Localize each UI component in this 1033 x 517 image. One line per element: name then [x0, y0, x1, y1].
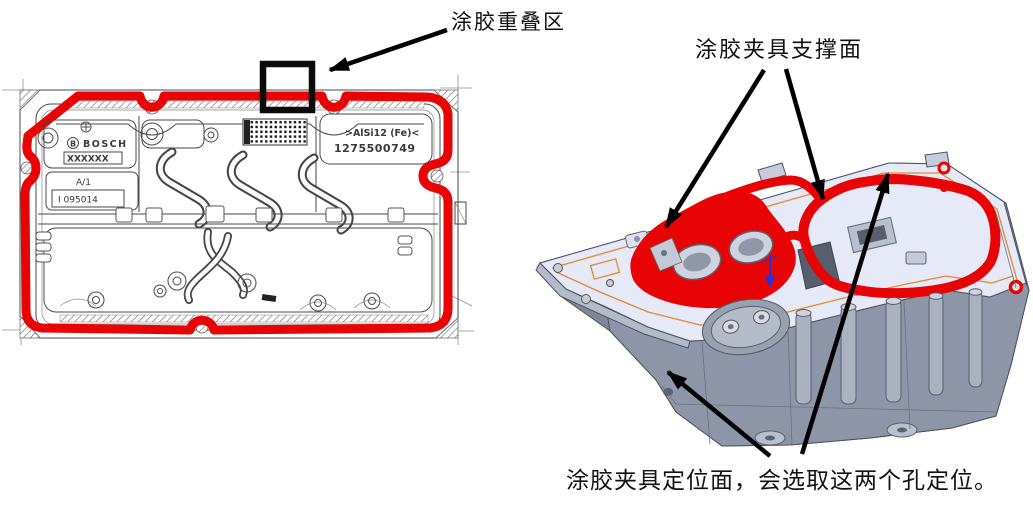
overlap-zone-box	[259, 60, 316, 114]
oval-connector	[701, 298, 791, 356]
inner-outline-2	[41, 109, 435, 325]
extension-lines	[2, 75, 474, 345]
adhesive-bead-path-2d	[20, 91, 453, 335]
boss-rings	[37, 121, 219, 149]
fixture-support-label: 涂胶夹具支撑面	[695, 38, 864, 63]
bores	[649, 230, 774, 281]
locating-hole-top	[937, 161, 951, 175]
center-rail	[38, 205, 438, 225]
support-arrow-left	[664, 68, 766, 229]
red-dot	[940, 184, 948, 192]
part-number-text: 1275500749	[334, 142, 416, 155]
right-loop-block	[847, 216, 897, 254]
support-arrow-right	[783, 68, 826, 201]
locating-arrow-left	[666, 370, 772, 458]
fixture-locating-label: 涂胶夹具定位面，会选取这两个孔定位。	[566, 468, 998, 494]
front-bosses	[795, 288, 983, 405]
overlap-arrow	[328, 27, 448, 73]
datamatrix-label	[242, 118, 308, 146]
serial-text: I 095014	[58, 196, 98, 206]
bosch-marking: B BOSCH XXXXXX A/1 I 095014	[51, 137, 128, 208]
material-text: >AlSi12 (Fe)<	[345, 128, 419, 139]
overlap-zone-label: 涂胶重叠区	[451, 10, 566, 34]
material-marking: >AlSi12 (Fe)< 1275500749	[334, 128, 419, 155]
bottom-hatch-band	[59, 314, 429, 323]
small-tab	[905, 251, 927, 265]
revision-text: A/1	[76, 178, 91, 188]
s-slots	[155, 147, 354, 235]
feet-and-seams	[661, 213, 1017, 446]
brand-text: BOSCH	[83, 139, 128, 150]
brand-mark: B	[70, 140, 76, 149]
lower-compartment	[35, 227, 433, 313]
datamatrix-text: XXXXXX	[67, 155, 109, 165]
axis-marker	[761, 255, 779, 288]
rear-pad	[757, 162, 787, 183]
locating-arrow-right	[799, 172, 891, 455]
